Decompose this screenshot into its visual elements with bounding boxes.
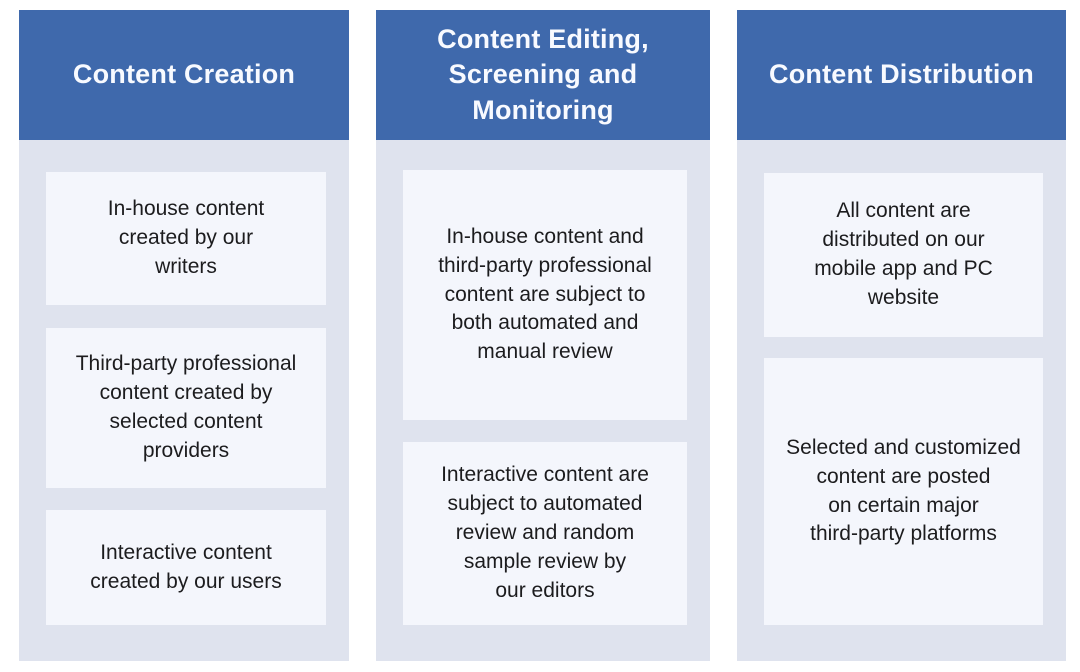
column-content-distribution: Content Distribution All content are dis… [737, 10, 1066, 661]
card-interactive-content: Interactive content created by our users [46, 510, 326, 625]
card-third-party-content: Third-party professional content created… [46, 328, 326, 488]
column-header-content-creation: Content Creation [19, 10, 349, 140]
card-inhouse-content: In-house content created by our writers [46, 172, 326, 305]
column-content-editing: Content Editing, Screening and Monitorin… [376, 10, 710, 661]
column-header-content-editing: Content Editing, Screening and Monitorin… [376, 10, 710, 140]
card-third-party-platforms: Selected and customized content are post… [764, 358, 1043, 625]
column-body-content-distribution: All content are distributed on our mobil… [737, 140, 1066, 661]
column-body-content-creation: In-house content created by our writers … [19, 140, 349, 661]
column-header-content-distribution: Content Distribution [737, 10, 1066, 140]
card-app-website-distribution: All content are distributed on our mobil… [764, 173, 1043, 337]
card-automated-manual-review: In-house content and third-party profess… [403, 170, 687, 420]
card-random-sample-review: Interactive content are subject to autom… [403, 442, 687, 625]
column-content-creation: Content Creation In-house content create… [19, 10, 349, 661]
column-body-content-editing: In-house content and third-party profess… [376, 140, 710, 661]
